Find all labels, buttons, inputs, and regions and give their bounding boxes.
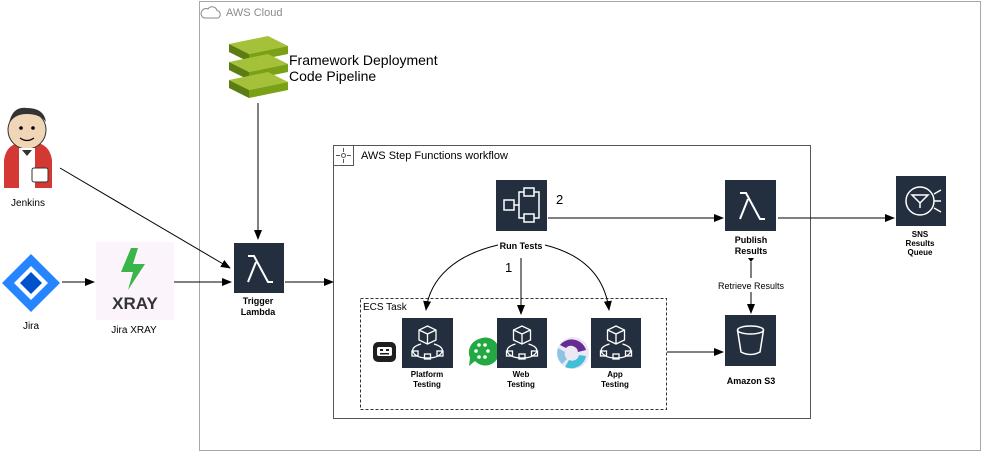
arrow-runtests-to-app <box>544 244 612 311</box>
xray-label: Jira XRAY <box>111 325 157 336</box>
pipeline-label-line1: Framework Deployment <box>289 52 438 68</box>
s3-label: Amazon S3 <box>727 376 776 386</box>
web-label-line1: Web <box>513 370 530 379</box>
app-testing-icon <box>591 318 641 368</box>
publish-lambda-icon <box>725 180 776 231</box>
arrow-jenkins-to-trigger <box>59 167 231 269</box>
trigger-label-line2: Lambda <box>241 307 277 317</box>
step-number-2: 2 <box>556 192 563 207</box>
retrieve-label-bg <box>714 279 788 292</box>
step-functions-small-icon <box>336 148 351 163</box>
xray-logo: XRAY <box>96 242 174 320</box>
trigger-label-line1: Trigger <box>243 296 274 306</box>
arrow-runtests-to-platform <box>423 244 499 311</box>
run-tests-icon <box>496 180 547 231</box>
app-label-line2: Testing <box>601 380 629 389</box>
xray-logo-text: XRAY <box>112 294 158 313</box>
aws-cloud-group: AWS Cloud <box>199 1 981 451</box>
jenkins-label: Jenkins <box>11 198 45 209</box>
web-testing-icon <box>497 318 547 368</box>
cloud-icon <box>200 6 221 19</box>
code-pipeline-icon <box>229 36 288 98</box>
sns-label-line3: Queue <box>908 248 933 257</box>
step-functions-title: AWS Step Functions workflow <box>361 150 508 162</box>
publish-label-line1: Publish <box>735 235 768 245</box>
trigger-lambda-icon <box>234 243 284 293</box>
sns-label-line2: Results <box>906 239 935 248</box>
step-number-1: 1 <box>505 260 512 275</box>
platform-testing-icon <box>402 318 453 368</box>
s3-bucket-icon <box>725 315 776 366</box>
robot-icon <box>373 342 396 362</box>
jenkins-icon <box>4 107 52 188</box>
connectors <box>59 103 895 356</box>
publish-connector-tip <box>748 258 754 262</box>
jira-icon <box>2 254 60 312</box>
ecs-task-title: ECS Task <box>363 302 408 313</box>
run-tests-label: Run Tests <box>500 241 543 251</box>
aws-cloud-title: AWS Cloud <box>226 7 282 19</box>
web-label-line2: Testing <box>507 380 535 389</box>
app-label-line1: App <box>607 370 623 379</box>
retrieve-results-label: Retrieve Results <box>718 281 785 291</box>
appium-icon <box>557 337 589 369</box>
lightning-bolt-icon <box>121 248 145 290</box>
platform-label-line2: Testing <box>413 380 441 389</box>
publish-label-line2: Results <box>735 246 768 256</box>
ecs-task-group: ECS Task <box>360 298 667 410</box>
sns-icon <box>896 176 946 226</box>
platform-label-line1: Platform <box>411 370 443 379</box>
jira-label: Jira <box>23 321 40 332</box>
cucumber-icon <box>468 337 500 366</box>
sns-label-line1: SNS <box>912 230 929 239</box>
pipeline-label-line2: Code Pipeline <box>289 68 376 84</box>
